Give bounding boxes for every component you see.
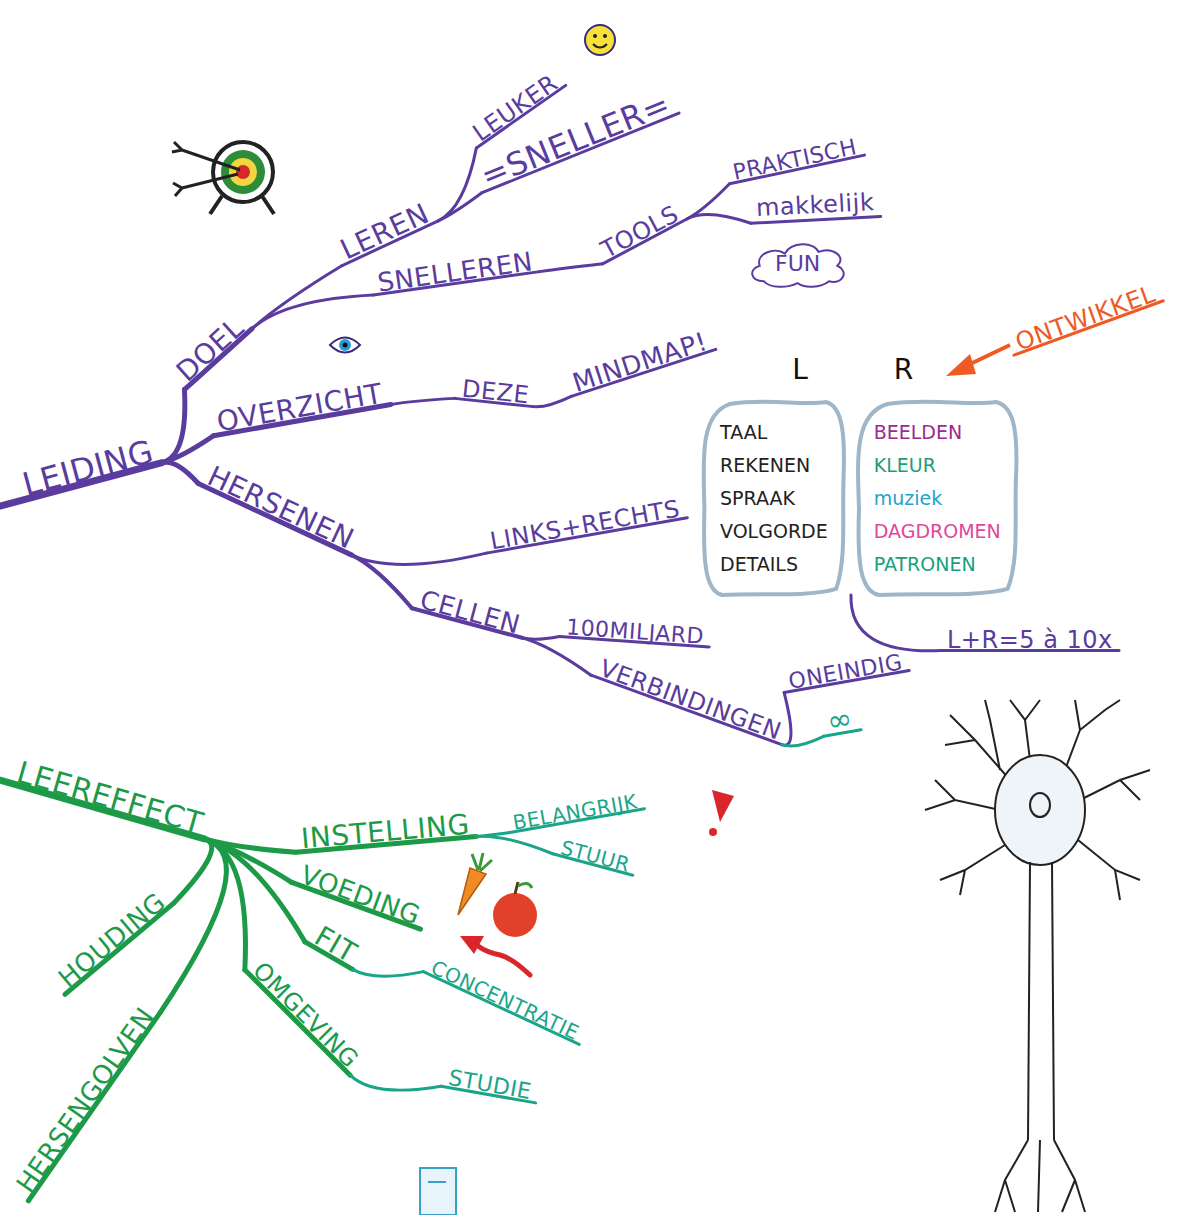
branch-word: CELLEN (417, 586, 523, 638)
brain-hemisphere: RBEELDENKLEURmuziekDAGDROMENPATRONEN (854, 398, 1021, 599)
branch-line (162, 462, 198, 483)
hemisphere-item: DAGDROMEN (874, 515, 1001, 548)
branch-word: CONCENTRATIE (428, 957, 582, 1043)
branch-word: STUDIE (447, 1067, 533, 1103)
branch-word: DEZE (460, 377, 529, 408)
outline-path (704, 402, 844, 595)
branch-line (522, 638, 591, 675)
branch-line (351, 555, 412, 608)
red-arrow (460, 936, 530, 975)
branch-word: 100MILJARD (565, 616, 704, 648)
hemisphere-item: VOLGORDE (720, 515, 828, 548)
book-icon (420, 1168, 456, 1215)
brain-hemisphere: LTAALREKENENSPRAAKVOLGORDEDETAILS (700, 398, 848, 599)
branch-word: HERSENGOLVEN (12, 1003, 159, 1197)
branch-word: INSTELLING (300, 811, 471, 854)
eye-icon (330, 338, 360, 353)
hemisphere-item: BEELDEN (874, 416, 1001, 449)
hemisphere-item: PATRONEN (874, 548, 1001, 581)
apple-icon (493, 882, 537, 937)
branch-word: HOUDING (54, 888, 170, 991)
branch-word: LEREN (336, 199, 433, 264)
smiley-icon (585, 25, 615, 55)
branch-word: LEEREFFECT (14, 757, 207, 839)
outline-path (858, 402, 1016, 595)
branch-word: OMGEVING (248, 958, 362, 1072)
branch-word: makkelijk (755, 190, 874, 220)
neuron-drawing (925, 700, 1150, 1212)
hemisphere-item: muziek (874, 482, 1001, 515)
branch-line (162, 436, 213, 463)
branch-line (851, 595, 941, 651)
branch-line (160, 839, 226, 1013)
branch-line (350, 1075, 441, 1090)
cloud-text: FUN (775, 250, 820, 278)
branch-line (353, 969, 424, 976)
branch-word: LINKS+RECHTS (488, 497, 681, 554)
branch-word: PRAKTISCH (731, 136, 859, 184)
hemisphere-item: SPRAAK (720, 482, 828, 515)
hemisphere-item: KLEUR (874, 449, 1001, 482)
branch-line (391, 398, 455, 404)
carrot-icon (458, 853, 492, 915)
branch-line (162, 390, 185, 463)
branch-word: TOOLS (597, 202, 682, 262)
branch-word: ONTWIKKEL (1012, 282, 1158, 355)
branch-line (782, 693, 791, 746)
branch-line (351, 553, 486, 564)
branch-line (687, 214, 751, 223)
branch-word: VOEDING (297, 861, 423, 928)
branch-word: L+R=5 à 10x (947, 628, 1113, 652)
hemisphere-heading: L (792, 356, 808, 384)
branch-word: HERSENEN (203, 462, 357, 554)
hemisphere-item: TAAL (720, 416, 828, 449)
branch-line (476, 836, 552, 854)
target-icon (172, 142, 274, 214)
hemisphere-heading: R (894, 356, 913, 384)
branch-word: STUUR (558, 837, 631, 875)
orange-arrow (946, 345, 1010, 376)
branch-word: ONEINDIG (786, 651, 903, 693)
branch-line (438, 193, 481, 221)
branch-word: DOEL (171, 313, 248, 387)
branch-line (533, 396, 571, 406)
branch-line (174, 839, 212, 903)
branch-word: FIT (309, 922, 360, 968)
branch-word: VERBINDINGEN (596, 656, 784, 744)
cloud-shape: FUN (745, 238, 850, 290)
branch-word: SNELLEREN (376, 248, 534, 295)
hemisphere-item: DETAILS (720, 548, 828, 581)
branch-line (204, 839, 305, 942)
branch-word: LEIDING (19, 435, 157, 501)
hemisphere-item: REKENEN (720, 449, 828, 482)
exclamation-mark (709, 790, 734, 836)
branch-line (252, 295, 373, 329)
branch-line (782, 736, 824, 746)
branch-line (540, 264, 603, 272)
branch-word: OVERZICHT (215, 380, 385, 437)
branch-word: ∞ (825, 703, 855, 737)
branch-word: MINDMAP! (569, 328, 710, 396)
branch-word: BELANGRIJK (511, 791, 638, 833)
outline-path (752, 244, 843, 287)
